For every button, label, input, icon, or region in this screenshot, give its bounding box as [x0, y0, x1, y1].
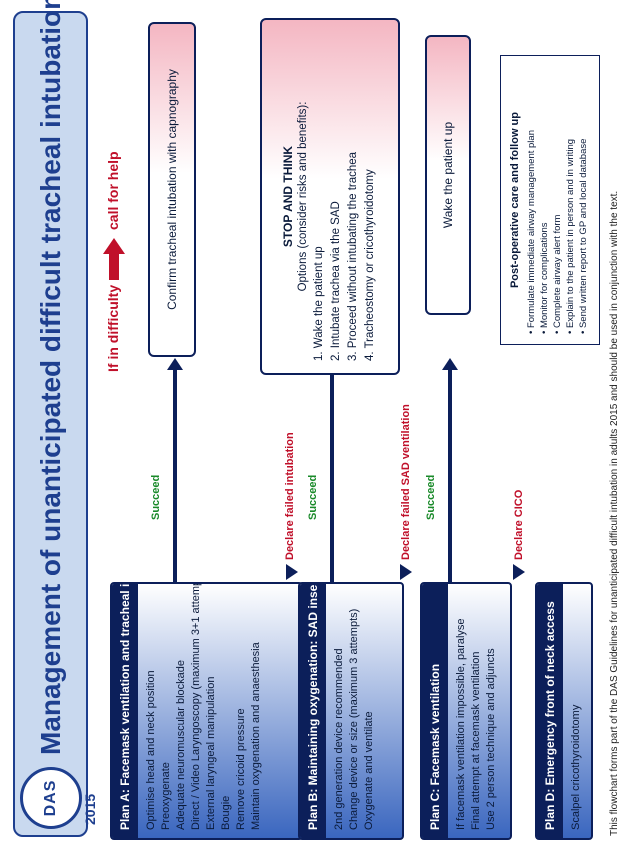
header-band: DAS 2015 Management of unanticipated dif… — [13, 0, 98, 837]
option-item: 3. Proceed without intubating the trache… — [347, 151, 359, 361]
postop-item: • Explain to the patient in person and i… — [565, 138, 576, 334]
option-item: 2. Intubate trachea via the SAD — [330, 201, 342, 361]
stop-and-think-title: STOP AND THINK — [281, 145, 295, 248]
postop-item: • Complete airway alert form — [552, 214, 563, 334]
plan-d-item: Scalpel cricothyroidotomy — [570, 704, 582, 830]
declare-failed-intubation: Declare failed intubation — [284, 432, 296, 560]
plan-c-title: Plan C: Facemask ventilation — [422, 584, 448, 838]
postop-item: • Monitor for complications — [539, 222, 550, 334]
plan-a-item: Adequate neuromuscular blockade — [175, 659, 187, 830]
plan-a-title: Plan A: Facemask ventilation and trachea… — [112, 582, 138, 838]
plan-d-title: Plan D: Emergency front of neck access — [537, 584, 563, 838]
plan-a-item: Preoxygenate — [160, 762, 172, 830]
postop-care-box: Post-operative care and follow up • Form… — [500, 55, 600, 345]
declare-cico: Declare CICO — [513, 489, 525, 560]
plan-b-item: Change device or size (maximum 3 attempt… — [348, 608, 360, 830]
year-label: 2015 — [82, 793, 98, 825]
plan-c-item: Final attempt at facemask ventilation — [470, 651, 482, 830]
succeed-a-arrowhead — [167, 358, 183, 370]
logo-text: DAS — [42, 779, 59, 817]
outcome-c-box: Wake the patient up — [425, 35, 471, 315]
option-item: 1. Wake the patient up — [313, 246, 325, 361]
plan-c-box: Plan C: Facemask ventilation If facemask… — [420, 582, 512, 840]
options-label: Options (consider risks and benefits): — [297, 101, 309, 292]
succeed-a-line — [173, 368, 177, 582]
succeed-c-line — [448, 368, 452, 582]
succeed-b-line — [330, 368, 334, 582]
plan-a-item: Remove cricoid pressure — [235, 708, 247, 830]
plan-a-box: Plan A: Facemask ventilation and trachea… — [110, 582, 303, 840]
declare-a-arrow — [286, 564, 298, 580]
declare-c-arrow — [513, 564, 525, 580]
outcome-c-text: Wake the patient up — [441, 121, 455, 229]
declare-b-arrow — [400, 564, 412, 580]
postop-title: Post-operative care and follow up — [509, 111, 521, 289]
help-text-left: If in difficulty — [105, 284, 121, 372]
das-logo: DAS — [20, 767, 82, 829]
help-text-right: call for help — [105, 151, 121, 230]
footer-note: This flowchart forms part of the DAS Gui… — [609, 190, 620, 836]
outcome-a-box: Confirm tracheal intubation with capnogr… — [148, 22, 196, 357]
succeed-a-label: Succeed — [150, 474, 162, 520]
succeed-c-arrowhead — [442, 358, 458, 370]
option-item: 4. Tracheostomy or cricothyroidotomy — [364, 169, 376, 361]
plan-b-item: Oxygenate and ventilate — [363, 711, 375, 830]
succeed-b-label: Succeed — [307, 474, 319, 520]
plan-b-title: Plan B: Maintaining oxygenation: SAD ins… — [300, 582, 326, 838]
plan-c-item: Use 2 person technique and adjuncts — [485, 648, 497, 830]
plan-a-item: Bougie — [220, 795, 232, 830]
plan-b-item: 2nd generation device recommended — [333, 648, 345, 830]
plan-a-item: Direct / Video Laryngoscopy (maximum 3+1… — [190, 582, 202, 830]
plan-a-item: External laryngeal manipulation — [205, 676, 217, 830]
plan-c-item: If facemask ventilation impossible, para… — [455, 618, 467, 830]
postop-item: • Formulate immediate airway management … — [526, 130, 537, 334]
stop-and-think-box: STOP AND THINK Options (consider risks a… — [260, 18, 400, 375]
succeed-c-label: Succeed — [425, 474, 437, 520]
page-title: Management of unanticipated difficult tr… — [35, 0, 66, 755]
plan-a-item: Maintain oxygenation and anaesthesia — [250, 642, 262, 830]
plan-a-item: Optimise head and neck position — [145, 670, 157, 830]
postop-item: • Send written report to GP and local da… — [578, 138, 589, 334]
outcome-a-text: Confirm tracheal intubation with capnogr… — [165, 69, 179, 310]
declare-failed-sad-ventilation: Declare failed SAD ventilation — [400, 404, 412, 560]
right-arrow-icon — [103, 238, 125, 280]
plan-b-box: Plan B: Maintaining oxygenation: SAD ins… — [298, 582, 404, 840]
plan-d-box: Plan D: Emergency front of neck access S… — [535, 582, 593, 840]
